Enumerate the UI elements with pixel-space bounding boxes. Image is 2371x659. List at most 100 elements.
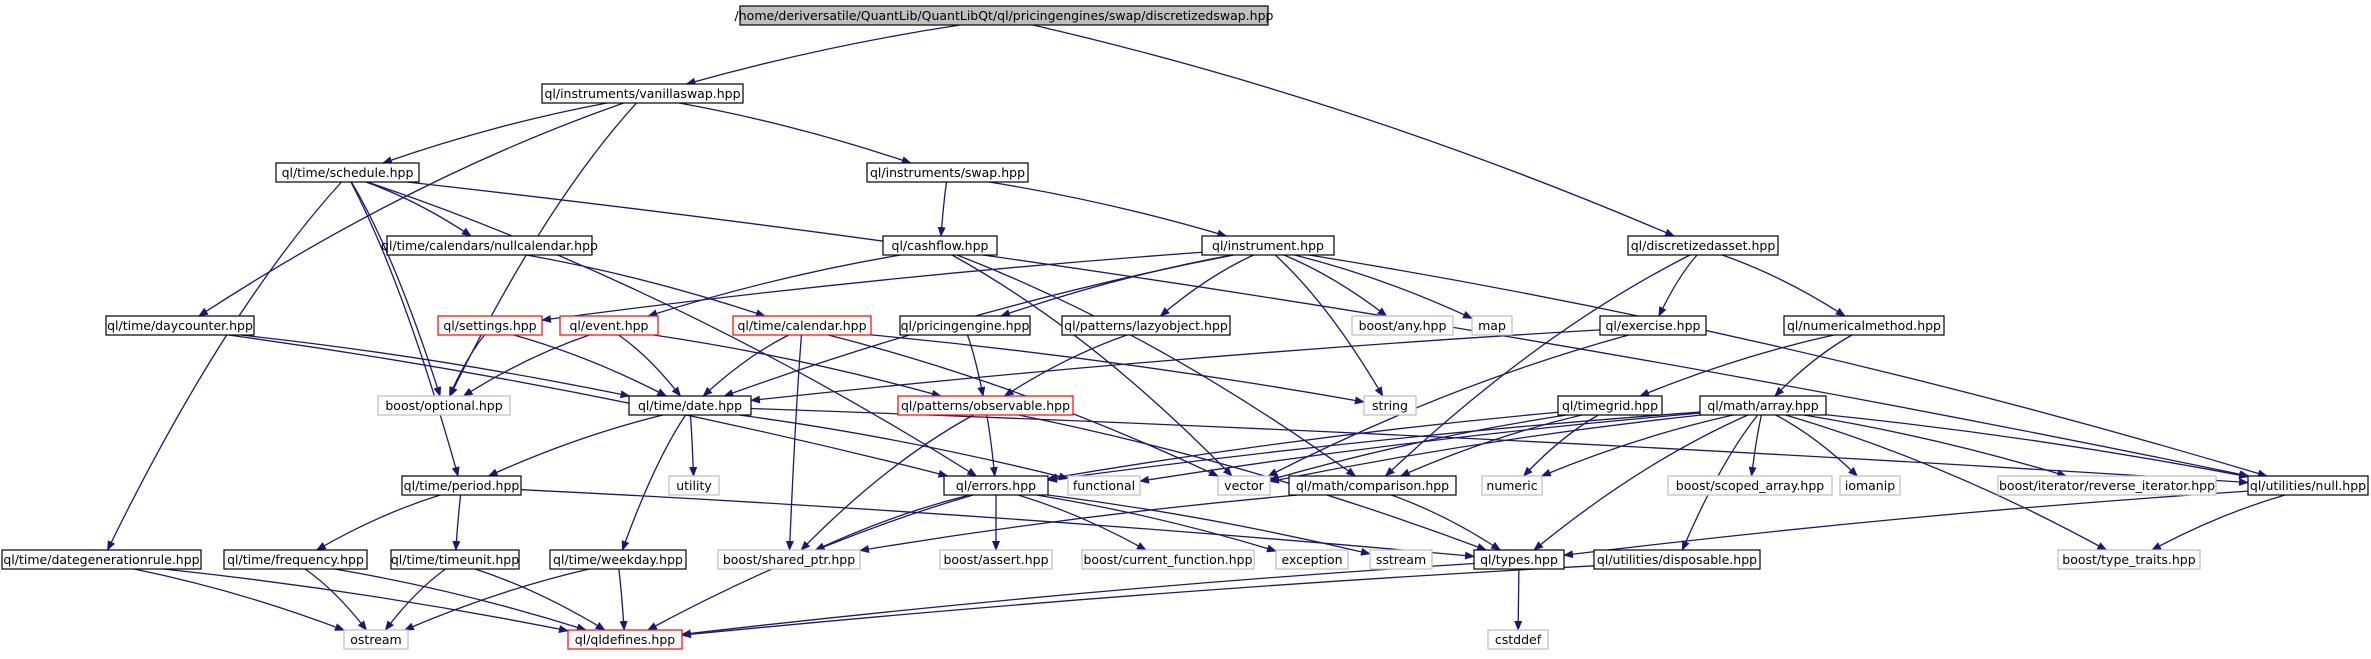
- edge-types-to-qldefines: [681, 562, 1475, 638]
- node-exercise[interactable]: ql/exercise.hpp: [1599, 315, 1707, 336]
- node-label-event: ql/event.hpp: [570, 318, 649, 333]
- edge-instrument-to-settings: [541, 251, 1203, 323]
- node-label-utility: utility: [676, 478, 712, 493]
- node-box-frequency: [223, 549, 368, 570]
- node-qldefines[interactable]: ql/qldefines.hpp: [567, 629, 683, 650]
- edge-settings-to-date: [513, 334, 668, 397]
- edge-exercise-to-vector: [1267, 334, 1629, 477]
- edge-vanillaswap-to-daycounter: [198, 102, 624, 317]
- node-label-numeric: numeric: [1486, 478, 1537, 493]
- edge-schedule-to-nullcalendar: [365, 181, 472, 237]
- node-comparison[interactable]: ql/math/comparison.hpp: [1288, 475, 1457, 496]
- edge-schedule-to-dategenerationrule: [106, 181, 342, 551]
- node-label-cstddef: cstddef: [1495, 632, 1542, 647]
- node-calendar[interactable]: ql/time/calendar.hpp: [732, 315, 872, 336]
- node-box-root: [739, 5, 1269, 26]
- node-label-settings: ql/settings.hpp: [443, 318, 536, 333]
- node-label-currentfunction: boost/current_function.hpp: [1083, 552, 1252, 567]
- edge-frequency-to-ostream: [304, 568, 368, 631]
- node-observable[interactable]: ql/patterns/observable.hpp: [897, 395, 1074, 416]
- node-label-sstream: sstream: [1376, 552, 1426, 567]
- edge-numericalmethod-to-array: [1774, 334, 1853, 397]
- node-box-pricingengine: [899, 315, 1031, 336]
- node-numericalmethod[interactable]: ql/numericalmethod.hpp: [1783, 315, 1945, 336]
- node-box-daycounter: [105, 315, 255, 336]
- node-root[interactable]: /home/deriversatile/QuantLib/QuantLibQt/…: [735, 5, 1274, 26]
- node-label-scopedarray: boost/scoped_array.hpp: [1676, 478, 1825, 493]
- edge-errors-to-exception: [1036, 494, 1277, 553]
- node-label-reverseiterator: boost/iterator/reverse_iterator.hpp: [1999, 478, 2215, 493]
- edge-dategenerationrule-to-ostream: [133, 568, 345, 631]
- node-label-sharedptr: boost/shared_ptr.hpp: [723, 552, 855, 567]
- node-label-exercise: ql/exercise.hpp: [1606, 318, 1701, 333]
- node-period[interactable]: ql/time/period.hpp: [401, 475, 522, 496]
- edge-null-to-types: [1563, 490, 2249, 559]
- edge-instrument-to-map: [1294, 254, 1473, 319]
- node-frequency[interactable]: ql/time/frequency.hpp: [223, 549, 368, 570]
- node-label-null: ql/utilities/null.hpp: [2250, 478, 2366, 493]
- node-event[interactable]: ql/event.hpp: [559, 315, 659, 336]
- edge-calendar-to-vector: [828, 334, 1219, 477]
- node-boostany: boost/any.hpp: [1351, 315, 1454, 336]
- node-box-settings: [437, 315, 543, 336]
- edge-array-to-scopedarray: [1748, 414, 1763, 477]
- node-lazyobject[interactable]: ql/patterns/lazyobject.hpp: [1061, 315, 1231, 336]
- edge-array-to-iomanip: [1775, 414, 1859, 477]
- node-errors[interactable]: ql/errors.hpp: [943, 475, 1049, 496]
- edge-cashflow-to-comparison: [956, 254, 1357, 477]
- node-daycounter[interactable]: ql/time/daycounter.hpp: [105, 315, 255, 336]
- node-timeunit[interactable]: ql/time/timeunit.hpp: [390, 549, 520, 570]
- edge-discretizedasset-to-exercise: [1658, 254, 1698, 317]
- node-label-timegrid: ql/timegrid.hpp: [1562, 398, 1658, 413]
- node-box-assert: [939, 549, 1053, 570]
- node-null[interactable]: ql/utilities/null.hpp: [2247, 475, 2369, 496]
- node-nullcalendar[interactable]: ql/time/calendars/nullcalendar.hpp: [381, 235, 598, 256]
- edge-array-to-disposable: [1681, 414, 1759, 551]
- edge-comparison-to-types: [1391, 494, 1502, 551]
- node-box-currentfunction: [1081, 549, 1255, 570]
- node-swap[interactable]: ql/instruments/swap.hpp: [866, 162, 1029, 183]
- node-box-date: [628, 395, 752, 416]
- edge-discretizedasset-to-comparison: [1384, 254, 1691, 477]
- edge-schedule-to-errors: [366, 181, 978, 477]
- nodes-layer: /home/deriversatile/QuantLib/QuantLibQt/…: [1, 5, 2369, 650]
- edge-daycounter-to-errors: [228, 334, 949, 478]
- edge-vanillaswap-to-schedule: [382, 102, 608, 164]
- edge-array-to-errors: [1047, 411, 1701, 483]
- node-cashflow[interactable]: ql/cashflow.hpp: [882, 235, 998, 256]
- node-label-nullcalendar: ql/time/calendars/nullcalendar.hpp: [381, 238, 598, 253]
- node-scopedarray: boost/scoped_array.hpp: [1667, 475, 1833, 496]
- edge-calendar-to-sharedptr: [785, 334, 803, 551]
- node-date[interactable]: ql/time/date.hpp: [628, 395, 752, 416]
- edge-calendar-to-date: [702, 334, 789, 397]
- edge-event-to-boostoptional: [462, 334, 590, 397]
- node-settings[interactable]: ql/settings.hpp: [437, 315, 543, 336]
- edge-timegrid-to-errors: [1047, 411, 1559, 482]
- node-weekday[interactable]: ql/time/weekday.hpp: [549, 549, 687, 570]
- edge-root-to-discretizedasset: [1032, 24, 1676, 237]
- node-box-calendar: [732, 315, 872, 336]
- node-numeric: numeric: [1481, 475, 1543, 496]
- edge-swap-to-cashflow: [937, 181, 948, 237]
- edge-weekday-to-qldefines: [618, 568, 628, 631]
- edge-observable-to-types: [1018, 414, 1488, 551]
- node-pricingengine[interactable]: ql/pricingengine.hpp: [899, 315, 1031, 336]
- node-dategenerationrule[interactable]: ql/time/dategenerationrule.hpp: [1, 549, 202, 570]
- edge-comparison-to-sharedptr: [859, 494, 1298, 553]
- node-array[interactable]: ql/math/array.hpp: [1699, 395, 1827, 416]
- edge-array-to-numeric: [1540, 414, 1734, 477]
- node-timegrid[interactable]: ql/timegrid.hpp: [1557, 395, 1663, 416]
- node-disposable[interactable]: ql/utilities/disposable.hpp: [1593, 549, 1761, 570]
- node-types[interactable]: ql/types.hpp: [1473, 549, 1565, 570]
- node-instrument[interactable]: ql/instrument.hpp: [1201, 235, 1335, 256]
- node-label-lazyobject: ql/patterns/lazyobject.hpp: [1064, 318, 1228, 333]
- edge-disposable-to-qldefines: [681, 565, 1595, 639]
- node-label-swap: ql/instruments/swap.hpp: [870, 165, 1025, 180]
- node-label-date: ql/time/date.hpp: [638, 398, 742, 413]
- edge-period-to-timeunit: [452, 494, 462, 551]
- node-vanillaswap[interactable]: ql/instruments/vanillaswap.hpp: [541, 83, 744, 104]
- node-exception: exception: [1275, 549, 1349, 570]
- node-schedule[interactable]: ql/time/schedule.hpp: [275, 162, 420, 183]
- node-discretizedasset[interactable]: ql/discretizedasset.hpp: [1627, 235, 1779, 256]
